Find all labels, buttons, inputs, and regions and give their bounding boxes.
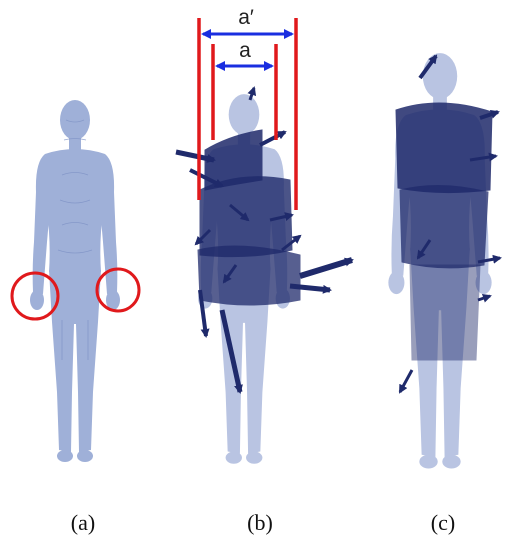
velocity-arrows-c [396, 56, 500, 392]
caption-c: (c) [431, 510, 455, 535]
arrow-hip [198, 246, 300, 305]
caption-a: (a) [71, 510, 95, 535]
caption-b: (b) [247, 510, 273, 535]
arrow-lower-back [400, 185, 488, 267]
inner-dimension-label: a [239, 39, 251, 62]
panel-a [12, 100, 139, 462]
arrow-upper-back [396, 103, 492, 193]
mannequin-a [30, 100, 120, 462]
arrow-legs [410, 265, 480, 360]
panel-b: a′ a [176, 6, 352, 464]
outer-dimension-label: a′ [238, 6, 254, 29]
panel-c [388, 53, 500, 468]
